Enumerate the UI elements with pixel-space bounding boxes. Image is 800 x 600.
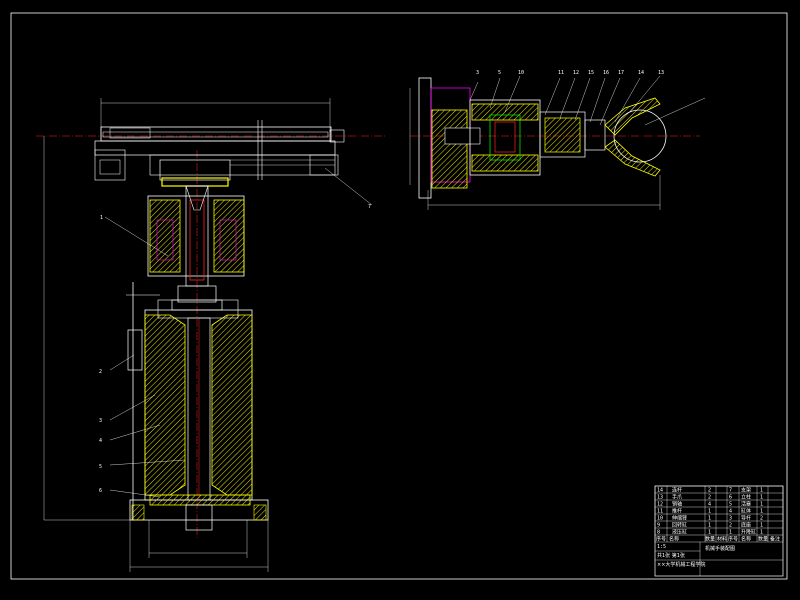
part-name: 升降缸: [741, 528, 756, 535]
left-assembly-view: [36, 98, 385, 572]
school-name: ××大学机械工程学院: [657, 561, 705, 568]
part-name: 导杆: [741, 514, 751, 521]
part-qty: 1: [760, 501, 763, 507]
part-number: 11: [657, 508, 663, 514]
part-qty: 1: [708, 508, 711, 514]
table-header: 数量: [705, 535, 715, 542]
balloon-number: 5: [498, 70, 501, 76]
balloon-number: 10: [518, 70, 524, 76]
sheet-label: 共1张 第1张: [657, 552, 685, 559]
part-qty: 2: [708, 494, 711, 500]
part-name: 连杆: [672, 486, 682, 493]
part-qty: 1: [708, 515, 711, 521]
balloon-number: 7: [368, 204, 371, 210]
part-qty: 1: [760, 522, 763, 528]
balloon-number: 5: [99, 464, 102, 470]
part-qty: 1: [760, 487, 763, 493]
balloon-number: 16: [603, 70, 609, 76]
balloon-number: 17: [618, 70, 624, 76]
part-name: 立柱: [741, 493, 751, 500]
drawing-title: 机械手装配图: [705, 545, 735, 552]
table-header: 序号: [728, 535, 738, 542]
table-header: 备注: [770, 535, 780, 542]
part-number: 10: [657, 515, 663, 521]
balloon-number: 4: [99, 438, 102, 444]
table-header: 名称: [741, 535, 751, 542]
balloon-labels-left: 1 2 3 4 5 6 7: [99, 204, 371, 494]
part-number: 6: [729, 494, 732, 500]
part-qty: 1: [760, 494, 763, 500]
balloon-number: 1: [100, 215, 103, 221]
balloon-number: 14: [638, 70, 644, 76]
part-name: 底座: [741, 521, 751, 528]
part-number: 5: [729, 501, 732, 507]
part-name: 缸体: [741, 507, 751, 514]
part-name: 活塞: [741, 500, 751, 507]
balloon-number: 12: [573, 70, 579, 76]
balloon-number: 13: [658, 70, 664, 76]
part-number: 2: [729, 522, 732, 528]
balloon-number: 15: [588, 70, 594, 76]
part-number: 9: [657, 522, 660, 528]
table-header: 数量: [758, 535, 768, 542]
part-name: 支架: [741, 486, 751, 493]
part-number: 1: [729, 529, 732, 535]
part-name: 销轴: [672, 500, 682, 507]
table-header: 名称: [669, 535, 679, 542]
part-qty: 1: [760, 529, 763, 535]
part-number: 3: [729, 515, 732, 521]
balloon-number: 3: [476, 70, 479, 76]
part-qty: 1: [708, 529, 711, 535]
table-header: 序号: [656, 535, 666, 542]
part-qty: 1: [760, 508, 763, 514]
balloon-number: 6: [99, 488, 102, 494]
table-header: 材料: [717, 535, 727, 542]
part-name: 液压缸: [672, 528, 687, 535]
part-name: 回转缸: [672, 521, 687, 528]
part-number: 13: [657, 494, 663, 500]
balloon-number: 2: [99, 369, 102, 375]
part-name: 手爪: [672, 493, 682, 500]
part-number: 12: [657, 501, 663, 507]
sheet-border: [10, 12, 788, 580]
part-number: 8: [657, 529, 660, 535]
part-number: 14: [657, 487, 663, 493]
part-name: 推杆: [672, 507, 682, 514]
part-qty: 2: [708, 487, 711, 493]
scale-label: 1:5: [657, 544, 666, 550]
part-qty: 1: [708, 522, 711, 528]
balloon-number: 11: [558, 70, 564, 76]
part-qty: 4: [708, 501, 711, 507]
part-name: 伸缩臂: [672, 514, 687, 521]
part-number: 4: [729, 508, 732, 514]
part-number: 7: [729, 487, 732, 493]
balloon-labels-right: 3 5 10 11 12 15 16 17 14 13: [476, 70, 664, 76]
balloon-number: 3: [99, 418, 102, 424]
right-gripper-view: [409, 75, 706, 210]
part-qty: 2: [760, 515, 763, 521]
